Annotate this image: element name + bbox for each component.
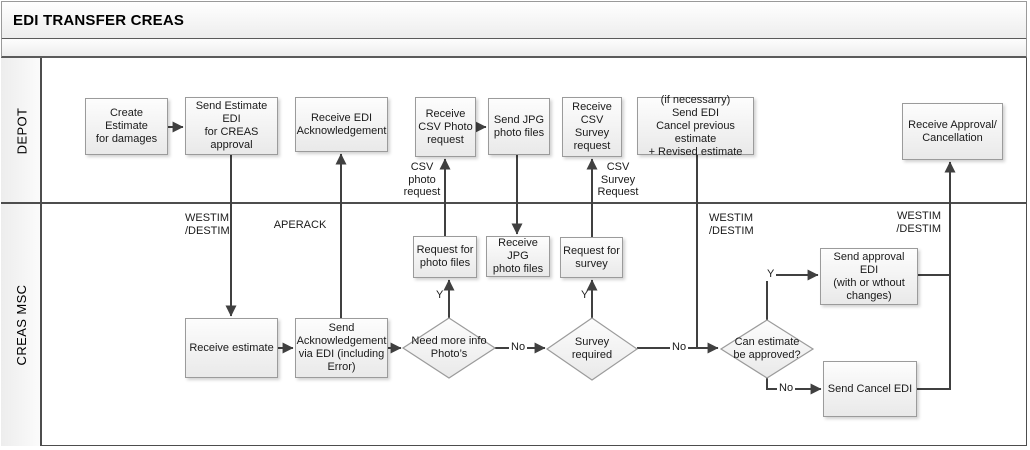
decision-label-need-more-info: Need more info Photo’s <box>411 335 487 360</box>
node-cancel-revised-estimate: (if necessarry) Send EDI Cancel previous… <box>637 94 754 158</box>
diagram-title: EDI TRANSFER CREAS <box>13 11 185 29</box>
node-receive-approval-cancellation: Receive Approval/ Cancellation <box>902 103 1003 160</box>
edge-label-aperack: APERACK <box>273 219 327 231</box>
node-request-photo-files: Request for photo files <box>413 236 477 278</box>
edge-label-westim-destim-right: WESTIM /DESTIM <box>896 210 941 235</box>
edge-label-no-survey: No <box>670 341 689 354</box>
edge-label-yes-approved: Y <box>765 268 777 281</box>
edge-label-westim-destim-mid: WESTIM /DESTIM <box>709 212 754 237</box>
connector-can-approve-no <box>766 377 822 395</box>
lane-label-column <box>1 58 42 446</box>
node-receive-jpg-photo-files: Receive JPG photo files <box>486 236 550 277</box>
edge-label-yes-survey: Y <box>581 289 589 301</box>
node-receive-csv-photo-request: Receive CSV Photo request <box>415 97 476 157</box>
node-send-cancel-edi: Send Cancel EDI <box>823 361 917 417</box>
node-receive-csv-survey-request: Receive CSV Survey request <box>562 97 622 157</box>
node-send-acknowledgement: Send Acknowledgement via EDI (including … <box>295 318 388 378</box>
node-receive-estimate: Receive estimate <box>185 318 278 378</box>
edge-label-westim-destim-left: WESTIM /DESTIM <box>185 212 230 237</box>
decision-label-survey-required: Survey required <box>571 336 613 361</box>
connector-cancel-up-to-receive-approval <box>917 161 956 390</box>
node-create-estimate: Create Estimate for damages <box>85 98 168 155</box>
node-send-jpg-photo-files: Send JPG photo files <box>488 98 550 155</box>
diagram-title-bar: EDI TRANSFER CREAS <box>1 1 1027 40</box>
decision-need-more-info <box>401 317 497 379</box>
lane-divider <box>1 202 1026 204</box>
node-send-estimate-edi: Send Estimate EDI for CREAS approval <box>185 97 278 155</box>
edge-label-no-photo: No <box>509 341 528 354</box>
node-send-approval-edi: Send approval EDI (with or wthout change… <box>820 248 918 305</box>
decision-survey-required <box>545 317 639 381</box>
header-strip <box>1 39 1027 58</box>
node-request-survey: Request for survey <box>560 237 623 278</box>
decision-label-can-estimate-be-approved: Can estimate be approved? <box>733 336 801 361</box>
edge-label-csv-survey-request: CSV Survey Request <box>597 161 639 198</box>
decision-can-estimate-be-approved <box>719 319 815 379</box>
edge-label-yes-photo: Y <box>436 289 444 301</box>
edge-label-no-approved: No <box>777 382 796 395</box>
node-receive-edi-acknowledgement: Receive EDI Acknowledgement <box>295 97 388 152</box>
edge-label-csv-photo-request: CSV photo request <box>403 161 441 198</box>
connector-can-approve-yes <box>766 269 819 321</box>
